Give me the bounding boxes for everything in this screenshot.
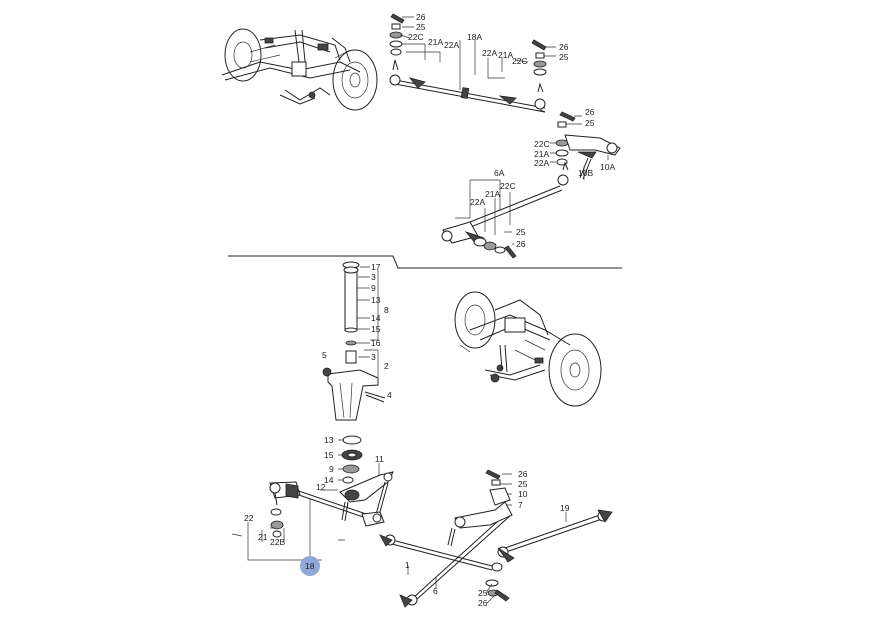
label-22: 22	[244, 513, 254, 523]
label-9: 9	[371, 283, 376, 293]
tie-rod-18a-assembly	[389, 13, 556, 113]
label-7: 7	[518, 500, 523, 510]
label-5: 5	[322, 350, 327, 360]
label-22c: 22C	[408, 32, 424, 42]
part-18-callout[interactable]: 18	[300, 556, 320, 576]
label-19: 19	[560, 503, 570, 513]
label-12: 12	[316, 482, 326, 492]
label-22c: 22C	[500, 181, 516, 191]
label-18a: 18A	[467, 32, 482, 42]
label-26: 26	[416, 12, 426, 22]
front-axle-overview-middle	[454, 291, 602, 407]
label-25: 25	[559, 52, 569, 62]
label-22a: 22A	[444, 40, 459, 50]
label-26: 26	[478, 598, 488, 608]
label-14: 14	[371, 313, 381, 323]
label-22a: 22A	[482, 48, 497, 58]
idler-arm-bracket-assembly	[322, 261, 386, 484]
label-13: 13	[371, 295, 381, 305]
tie-rod-6a-assembly	[441, 161, 569, 259]
label-8: 8	[384, 305, 389, 315]
label-22a: 22A	[470, 197, 485, 207]
label-26: 26	[559, 42, 569, 52]
label-26: 26	[518, 469, 528, 479]
section-divider	[228, 255, 622, 269]
front-axle-overview-top	[221, 28, 378, 111]
label-26: 26	[585, 107, 595, 117]
label-21a: 21A	[534, 149, 549, 159]
label-26: 26	[516, 239, 526, 249]
label-13: 13	[324, 435, 334, 445]
label-6a: 6A	[494, 168, 505, 178]
steering-linkage-bottom	[231, 463, 613, 608]
label-10b: 10B	[578, 168, 593, 178]
label-15: 15	[324, 450, 334, 460]
label-18: 18	[305, 561, 315, 571]
label-25: 25	[416, 22, 426, 32]
label-4: 4	[387, 390, 392, 400]
label-25: 25	[585, 118, 595, 128]
label-6: 6	[433, 586, 438, 596]
label-25: 25	[478, 588, 488, 598]
label-16: 16	[371, 338, 381, 348]
label-11: 11	[375, 454, 384, 464]
steering-arm-10a-assembly	[550, 111, 621, 180]
label-1: 1	[405, 560, 410, 570]
label-21a: 21A	[485, 189, 500, 199]
label-22a: 22A	[534, 158, 549, 168]
label-21: 21	[258, 532, 268, 542]
label-22b: 22B	[270, 537, 285, 547]
label-10a: 10A	[600, 162, 615, 172]
label-25: 25	[518, 479, 528, 489]
label-15: 15	[371, 324, 381, 334]
label-3: 3	[371, 272, 376, 282]
label-21a: 21A	[428, 37, 443, 47]
label-14: 14	[324, 475, 334, 485]
label-9: 9	[329, 464, 334, 474]
label-25: 25	[516, 227, 526, 237]
label-3: 3	[371, 352, 376, 362]
label-10: 10	[518, 489, 528, 499]
label-17: 17	[371, 262, 381, 272]
label-2: 2	[384, 361, 389, 371]
label-21a: 21A	[498, 50, 513, 60]
label-22c: 22C	[512, 56, 528, 66]
label-22c: 22C	[534, 139, 550, 149]
